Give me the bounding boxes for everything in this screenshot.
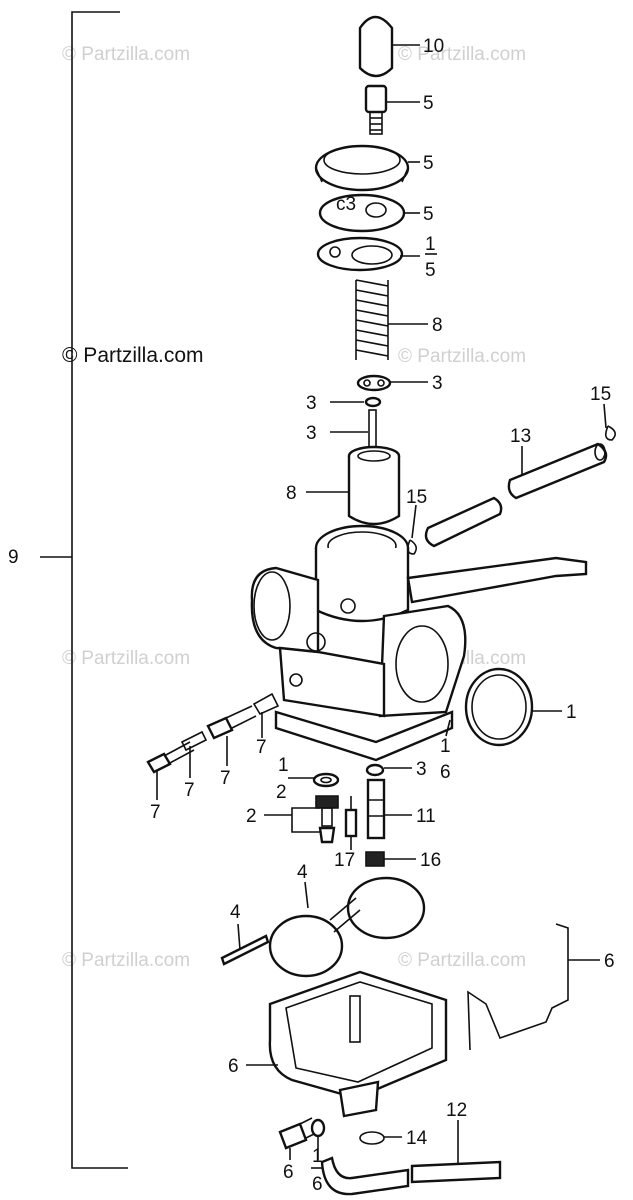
float-valve-part [344,796,358,838]
leader-lines [156,44,607,1164]
callout-label: 7 [184,780,195,801]
needle-jet-holder-part [365,763,386,840]
washer-part [312,772,340,788]
callout-label: 4 [297,862,308,883]
drain-screw-part [278,1117,326,1150]
callouts: 9 10 5 5 5 1 5 8 3 3 3 8 13 15 15 1 1 6 … [8,36,615,1195]
callout-label: 7 [220,768,231,789]
callout-label: 3 [306,423,317,444]
top-cap-part [358,15,394,78]
callout-label: 16 [420,850,441,871]
callout-label: 5 [423,204,434,225]
callout-label: 2 [246,806,257,827]
callout-label: 6 [228,1056,239,1077]
watermark: © Partzilla.com [62,44,190,65]
callout-label: 2 [276,782,287,803]
callout-label: 5 [425,260,436,281]
callout-label: 8 [286,483,297,504]
watermark: © Partzilla.com [62,950,190,971]
carburetor-body-part [250,524,588,718]
tube-upper-part [507,442,608,500]
callout-label: 14 [406,1128,428,1149]
tube-lower-part [424,496,503,548]
tube-clip-part [604,425,616,441]
svg-text:c3: c3 [336,194,356,215]
watermark: © Partzilla.com [62,648,190,669]
callout-label: 3 [306,393,317,414]
callout-label: 15 [590,384,611,405]
callout-label: 9 [8,547,19,568]
watermark: © Partzilla.com [398,950,526,971]
clip-part [356,374,392,392]
spring-part [355,279,389,360]
top-gasket-part [316,236,404,272]
callout-label: 6 [312,1174,323,1195]
drain-clip-part [359,1131,385,1145]
top-cover-part: c3 [318,193,406,233]
callout-label: 12 [446,1100,467,1121]
bracket-part [467,923,569,1051]
callout-label: 4 [230,902,241,923]
screw-part [206,705,257,740]
callout-label: 6 [440,762,451,783]
watermark-main: © Partzilla.com [62,344,204,367]
jet-part [315,795,339,844]
slide-part [347,445,401,526]
callout-label: 3 [416,759,427,780]
screw-part [252,692,280,716]
watermark: © Partzilla.com [398,346,526,367]
assembly-bracket [40,11,128,1169]
float-pin-holder-part [365,851,385,867]
body-gasket-part [274,710,454,762]
callout-label: 1 [425,234,436,255]
callout-label: 8 [432,315,443,336]
callout-label: 17 [334,850,355,871]
o-ring-part [464,667,534,747]
screw-part [180,730,208,752]
adjuster-part [364,84,388,135]
callout-label: 11 [416,806,436,827]
callout-label: 6 [283,1162,294,1183]
watermark: © Partzilla.com [398,44,526,65]
callout-label: 1 [440,736,451,757]
callout-label: 15 [406,487,427,508]
callout-label: 6 [604,951,615,972]
top-ring-part [314,144,410,192]
callout-label: 1 [278,755,289,776]
drain-tube-part [320,1156,502,1196]
callout-label: 1 [312,1146,323,1167]
float-bowl-part [268,970,448,1118]
float-pin-part [220,934,270,966]
callout-label: 7 [150,802,161,823]
screw-part [146,741,195,774]
callout-label: 13 [510,426,531,447]
callout-label: 7 [256,737,267,758]
callout-label: 1 [566,702,577,723]
callout-label: 10 [423,36,444,57]
float-part [268,876,426,978]
callout-label: 5 [423,153,434,174]
callout-label: 5 [423,93,434,114]
callout-label: 3 [432,373,443,394]
